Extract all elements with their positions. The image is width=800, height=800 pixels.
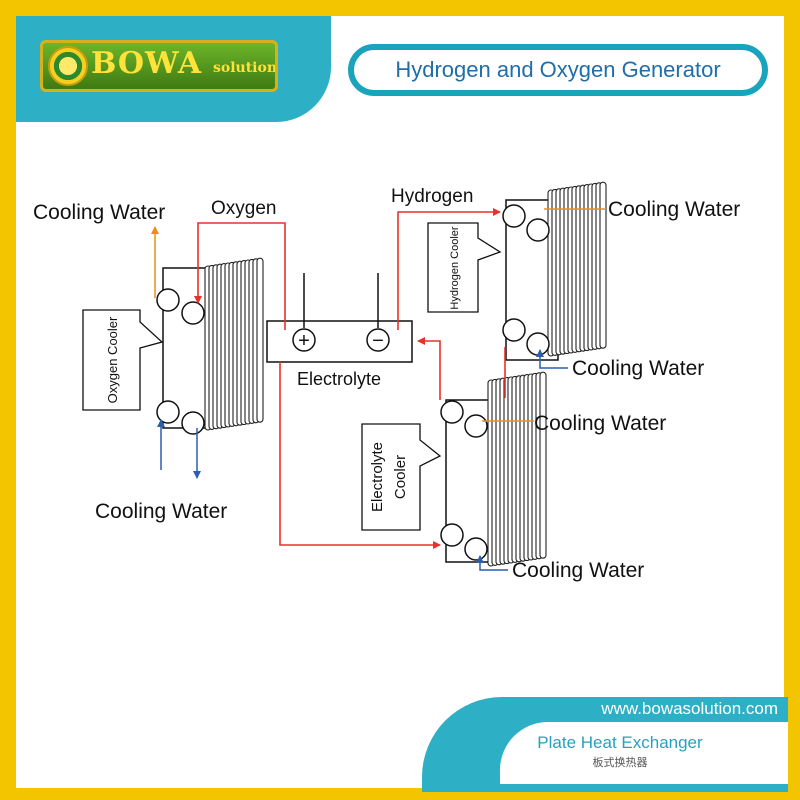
frame-right <box>784 0 800 800</box>
hydrogen-cooler-exchanger <box>502 181 607 361</box>
oxygen-cooler-plates <box>204 257 264 431</box>
electrolyte-return-line <box>417 337 441 400</box>
oxygen-cooler-exchanger <box>156 257 264 435</box>
electrolyte-cooler-label-line1: Electrolyte <box>369 442 386 512</box>
hydrogen-line <box>397 208 501 330</box>
title-pill: Hydrogen and Oxygen Generator <box>348 44 768 96</box>
electrolyte-cooler-plates <box>487 371 547 567</box>
website-url: www.bowasolution.com <box>601 699 778 718</box>
oxygen-cooling-water-out-label: Cooling Water <box>33 201 165 224</box>
oxygen-cooler-callout: Oxygen Cooler <box>82 309 164 411</box>
electrolyte-cooler-callout: Electrolyte Cooler <box>361 423 442 531</box>
bowa-logo: BOWA solution <box>40 40 278 92</box>
hydrogen-cooler-callout: Hydrogen Cooler <box>427 222 502 313</box>
anode-electrode-icon <box>292 328 316 352</box>
logo-brand-text: BOWA <box>91 46 203 81</box>
exchanger-plate <box>539 371 547 559</box>
frame-left <box>0 0 16 800</box>
exchanger-plate <box>599 181 607 349</box>
product-name-cn: 板式换热器 <box>592 757 648 769</box>
hydrogen-cooler-label: Hydrogen Cooler <box>449 226 461 309</box>
oxygen-cooling-water-in-label: Cooling Water <box>95 500 227 523</box>
hydrogen-cooling-water-in-label: Cooling Water <box>572 357 704 380</box>
cathode-electrode-icon <box>366 328 390 352</box>
electrolyte-cooling-water-out-label: Cooling Water <box>534 412 666 435</box>
electrolyte-cooler-label-line2: Cooler <box>392 455 409 499</box>
exchanger-plate <box>256 257 264 423</box>
frame-top <box>0 0 800 16</box>
electrolyte-cooler-exchanger <box>440 371 547 567</box>
oxygen-line <box>194 222 286 330</box>
product-name-en: Plate Heat Exchanger <box>537 733 703 752</box>
logo-badge-icon <box>48 46 88 86</box>
oxygen-cooler-label: Oxygen Cooler <box>105 316 120 403</box>
oxygen-label: Oxygen <box>211 198 276 219</box>
hydrogen-label: Hydrogen <box>391 186 473 207</box>
electrolyte-supply-line <box>279 362 441 549</box>
electrolyzer-tank: + − <box>266 273 413 363</box>
cathode-symbol: − <box>372 330 384 352</box>
footer-panel <box>500 722 788 784</box>
process-lines <box>194 208 506 549</box>
logo-sub-text: solution <box>213 60 278 76</box>
electrolyte-label: Electrolyte <box>297 369 381 389</box>
electrolyte-cooling-water-in-label: Cooling Water <box>512 559 644 582</box>
hydrogen-cooling-in-line <box>536 349 568 369</box>
anode-symbol: + <box>298 330 310 352</box>
cooling-water-lines <box>151 208 606 571</box>
page-title: Hydrogen and Oxygen Generator <box>395 57 721 82</box>
electrolyte-cooling-in-line <box>476 555 508 571</box>
hydrogen-cooler-plates <box>547 181 607 357</box>
hydrogen-cooling-water-out-label: Cooling Water <box>608 198 740 221</box>
